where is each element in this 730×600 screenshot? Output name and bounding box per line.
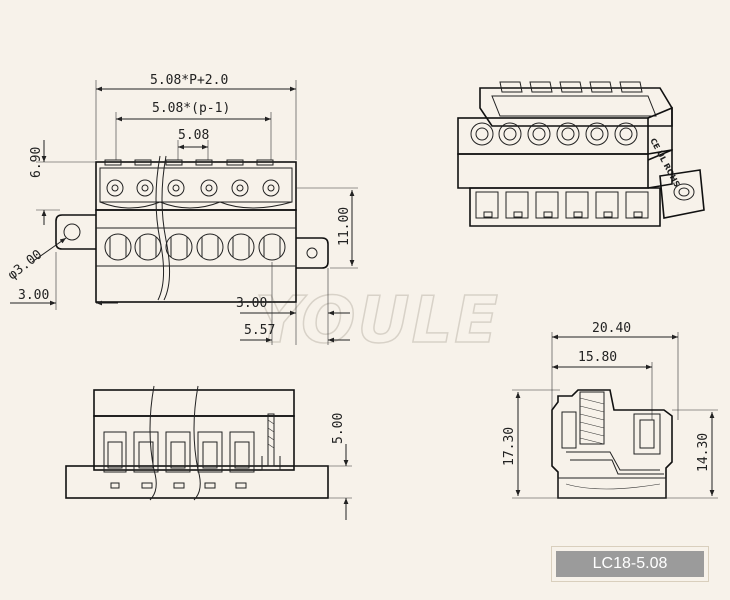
iso-label-text: CE UL ROHS bbox=[648, 137, 681, 189]
dim-side-width-overall: 20.40 bbox=[592, 321, 631, 336]
dim-side-width-inner: 15.80 bbox=[578, 350, 617, 365]
dim-pitch: 5.08 bbox=[178, 128, 209, 143]
dim-side-height-overall: 17.30 bbox=[502, 427, 517, 466]
side-view: 20.40 15.80 17.30 14.30 bbox=[502, 321, 718, 499]
dim-hole-diameter: φ3.00 bbox=[5, 247, 45, 283]
dim-height: 11.00 bbox=[337, 207, 352, 246]
dim-overall-width: 5.08*P+2.0 bbox=[150, 73, 228, 88]
dim-bottom-height: 5.00 bbox=[331, 413, 346, 444]
iso-view: CE UL ROHS bbox=[457, 81, 705, 227]
dim-top-height: 6.90 bbox=[29, 147, 44, 178]
dim-side-height-inner: 14.30 bbox=[696, 433, 711, 472]
bottom-view: 5.00 bbox=[65, 385, 352, 520]
part-number-label: LC18-5.08 bbox=[556, 551, 704, 577]
dim-pitch-total: 5.08*(p-1) bbox=[152, 101, 230, 116]
part-number-badge: LC18-5.08 bbox=[551, 546, 709, 582]
dim-flange-left: 3.00 bbox=[18, 288, 49, 303]
watermark-text: YOULE bbox=[255, 284, 500, 358]
dim-flange-right: 3.00 bbox=[236, 296, 267, 311]
dim-flange-offset: 5.57 bbox=[244, 323, 275, 338]
